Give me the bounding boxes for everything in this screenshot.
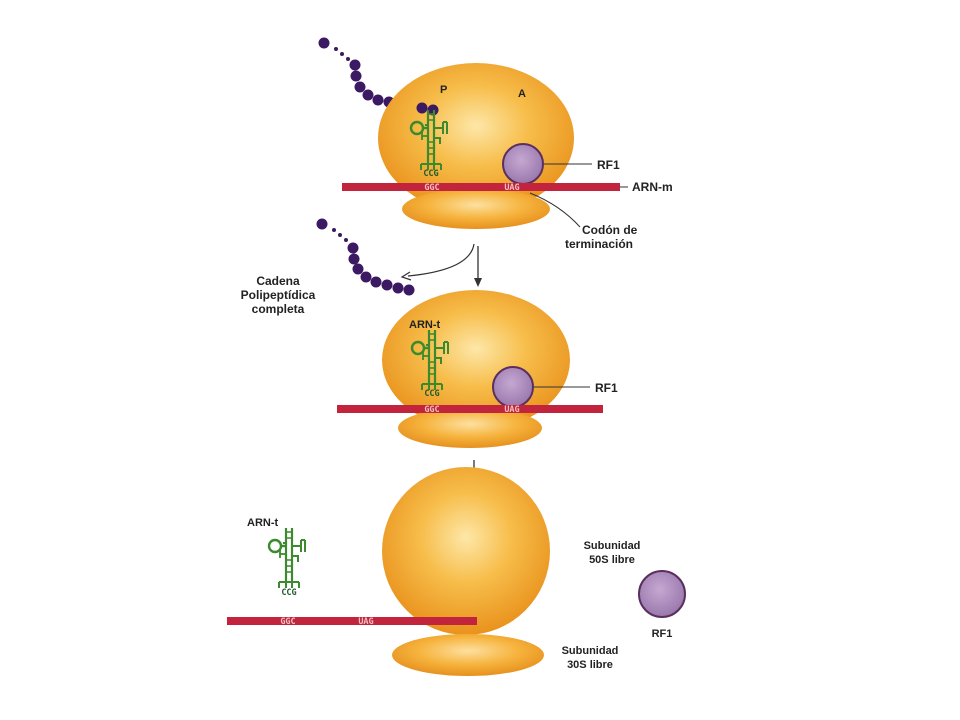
ribosome-small-subunit	[398, 408, 542, 448]
mrna-strand	[337, 405, 603, 413]
free-trna-icon	[267, 526, 307, 590]
rf1-label: RF1	[595, 381, 618, 395]
mrna-strand	[342, 183, 620, 191]
free-mrna-strand	[227, 617, 477, 625]
large-subunit-label-line1: Subunidad	[584, 540, 641, 552]
small-subunit-label-line2: 30S libre	[567, 659, 613, 671]
ribosome-small-subunit	[402, 189, 550, 229]
panel-1-termination-start: CCG GGC UAG P A RF1 ARN-m Codón de termi…	[318, 37, 673, 251]
free-codon-2: UAG	[358, 617, 373, 627]
rf1-release-factor	[502, 143, 544, 185]
rf1-release-factor	[492, 366, 534, 408]
codon-a-site-stop: UAG	[504, 405, 519, 415]
stop-codon-label-line2: terminación	[565, 237, 633, 251]
free-anticodon-label: CCG	[281, 588, 296, 598]
small-subunit-label-line1: Subunidad	[562, 645, 619, 657]
site-p-label: P	[440, 84, 447, 96]
codon-a-site-stop: UAG	[504, 183, 519, 193]
panel-2-chain-released: CCG GGC UAG ARN-t RF1	[337, 290, 618, 448]
released-chain-label-line1: Cadena	[256, 274, 300, 288]
free-trna-label: ARN-t	[247, 517, 278, 529]
panel-3-dissociated: Subunidad 50S libre ARN-t CCG GGC UAG RF…	[227, 467, 686, 676]
released-chain-label-line2: Polipeptídica	[241, 288, 316, 302]
polypeptide-chain-released	[316, 218, 415, 296]
free-50s-subunit	[382, 467, 550, 635]
trna-label: ARN-t	[409, 319, 440, 331]
release-step: Cadena Polipeptídica completa	[241, 218, 482, 316]
free-30s-subunit	[392, 634, 544, 676]
released-chain-label-line3: completa	[252, 302, 305, 316]
anticodon-label: CCG	[423, 169, 438, 179]
anticodon-label: CCG	[424, 389, 439, 399]
free-rf1	[638, 570, 686, 618]
rf1-label: RF1	[597, 158, 620, 172]
codon-p-site: GGC	[424, 405, 439, 415]
stop-codon-label-line1: Codón de	[582, 223, 638, 237]
codon-p-site: GGC	[424, 183, 439, 193]
free-rf1-label: RF1	[652, 628, 673, 640]
mrna-label: ARN-m	[632, 180, 673, 194]
large-subunit-label-line2: 50S libre	[589, 554, 635, 566]
free-codon-1: GGC	[280, 617, 295, 627]
site-a-label: A	[518, 88, 526, 100]
